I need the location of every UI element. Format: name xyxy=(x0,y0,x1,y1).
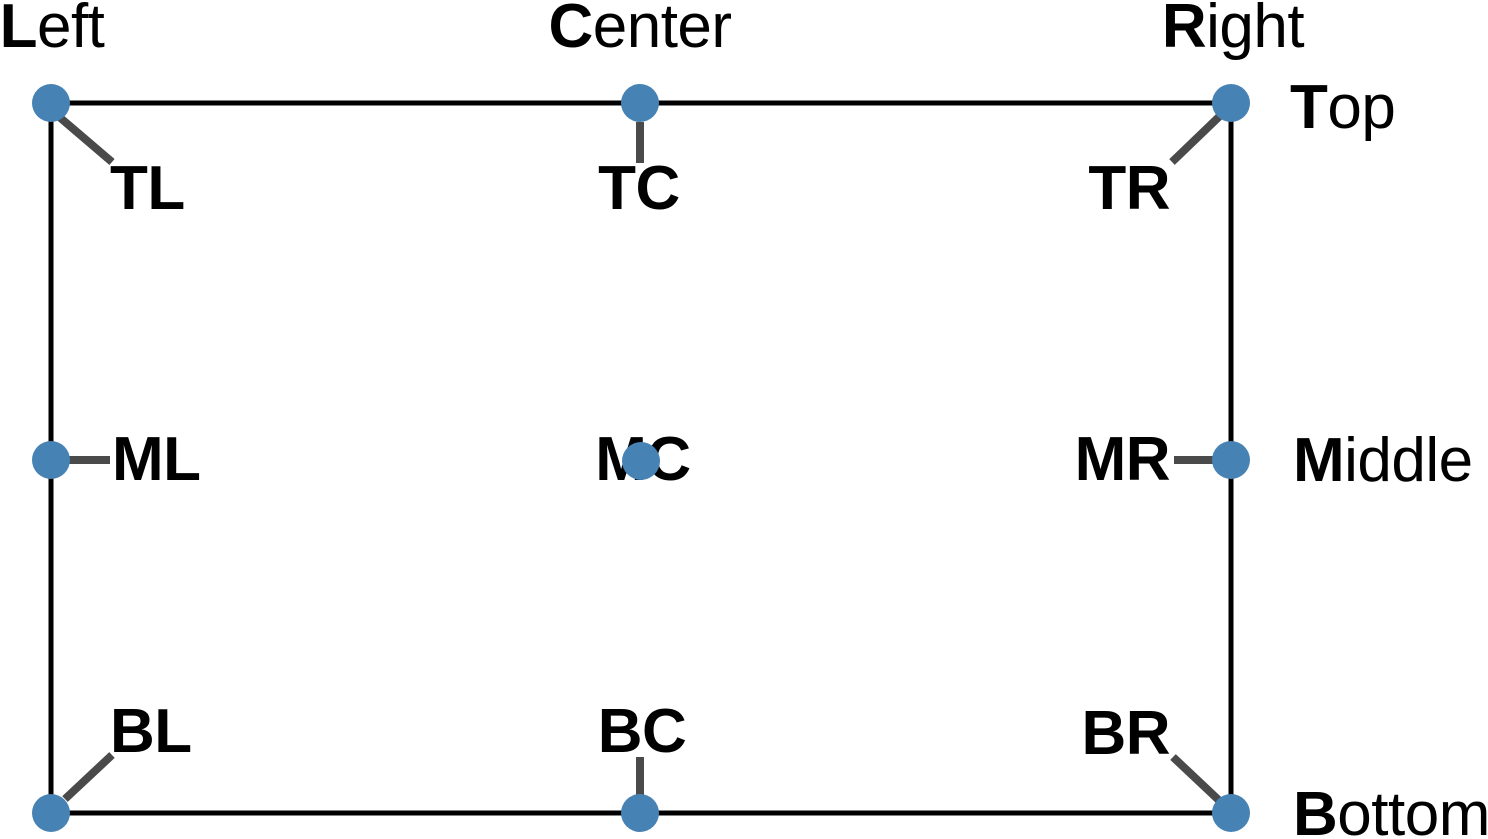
column-header-left-initial: L xyxy=(0,0,37,61)
anchor-label-tc: TC xyxy=(598,154,680,223)
anchor-dot-mc xyxy=(622,442,660,480)
anchor-label-mr: MR xyxy=(1074,425,1171,494)
connector-tl xyxy=(54,111,115,166)
anchor-dot-bc xyxy=(621,794,659,832)
anchor-label-tl: TL xyxy=(110,154,185,223)
row-label-top-rest: op xyxy=(1327,73,1396,142)
row-label-bottom-initial: B xyxy=(1293,780,1338,839)
column-header-center-rest: enter xyxy=(592,0,732,61)
row-label-top: Top xyxy=(1290,77,1396,139)
anchor-label-tr: TR xyxy=(1088,154,1170,223)
row-label-middle-rest: iddle xyxy=(1344,426,1473,495)
column-header-left-rest: eft xyxy=(36,0,105,61)
column-header-left: Left xyxy=(0,0,105,61)
row-label-middle: Middle xyxy=(1293,430,1473,492)
row-label-bottom-rest: ottom xyxy=(1337,780,1488,839)
anchor-label-br: BR xyxy=(1081,699,1170,768)
column-header-right-initial: R xyxy=(1161,0,1207,61)
anchor-dot-tr xyxy=(1212,84,1250,122)
anchor-dot-bl xyxy=(32,794,70,832)
connector-br xyxy=(1170,754,1228,809)
column-header-center: Center xyxy=(548,0,732,61)
anchor-dot-tc xyxy=(621,84,659,122)
column-header-right-rest: ight xyxy=(1206,0,1305,61)
connector-bl xyxy=(62,752,115,802)
anchor-dot-tl xyxy=(32,84,70,122)
connector-tr xyxy=(1169,109,1227,165)
row-label-middle-initial: M xyxy=(1293,426,1345,495)
row-label-top-initial: T xyxy=(1290,73,1328,142)
anchor-label-bc: BC xyxy=(597,697,687,766)
anchor-dot-br xyxy=(1212,794,1250,832)
anchor-label-ml: ML xyxy=(112,425,201,494)
anchor-dot-ml xyxy=(32,441,70,479)
column-header-right: Right xyxy=(1161,0,1305,61)
row-label-bottom: Bottom xyxy=(1293,784,1488,839)
anchor-label-bl: BL xyxy=(110,697,192,766)
column-header-center-initial: C xyxy=(548,0,593,61)
anchor-dot-mr xyxy=(1212,441,1250,479)
